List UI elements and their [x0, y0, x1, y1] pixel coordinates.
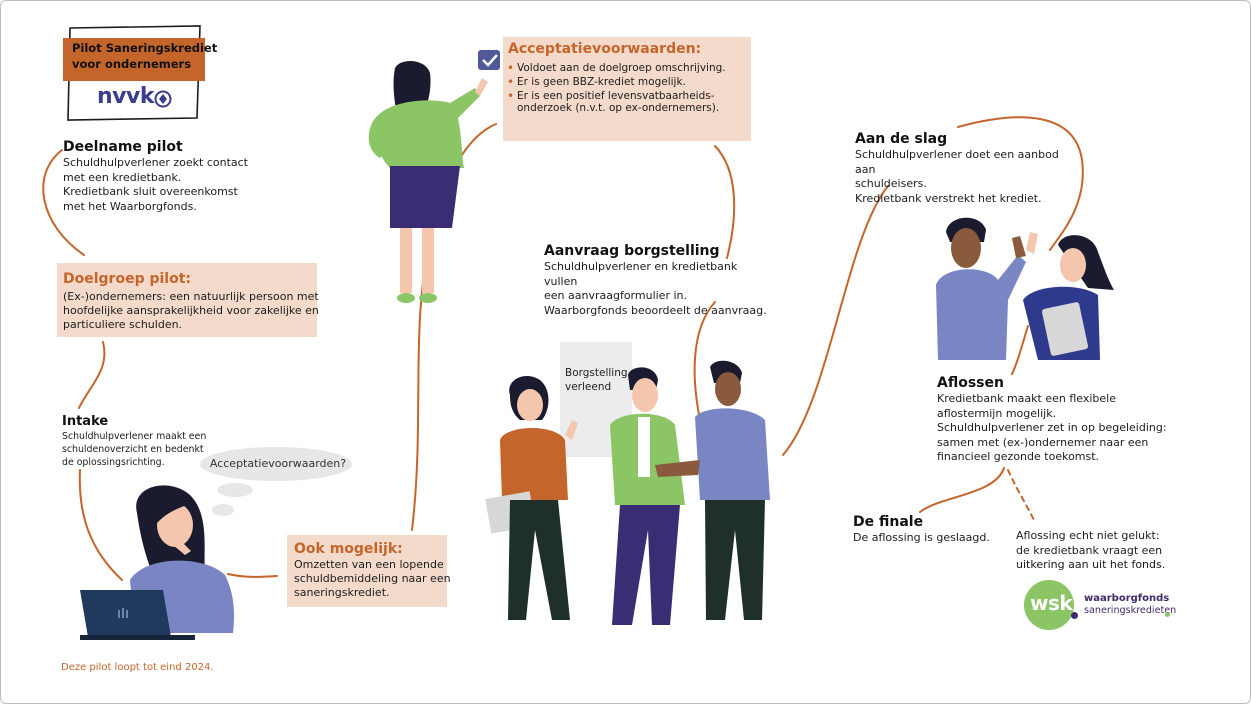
wsk-name-line2: saneringskredieten — [1084, 605, 1177, 616]
acceptatie-list: Voldoet aan de doelgroep omschrijving. E… — [507, 61, 747, 103]
intake-line-2: schuldenoverzicht en bedenkt — [62, 444, 204, 455]
connector-highfive-aflossen — [1011, 325, 1029, 375]
intake-line-1: Schuldhulpverlener maakt een — [62, 431, 207, 442]
aanvraag-section: Aanvraag borgstelling Schuldhulpverlener… — [544, 243, 774, 318]
aanvraag-line-2: een aanvraagformulier in. — [544, 289, 687, 302]
connector-doelgroep-intake — [78, 341, 106, 409]
aflossen-title: Aflossen — [937, 375, 1004, 391]
group-handshake-illustration — [485, 360, 770, 625]
footer-note: Deze pilot loopt tot eind 2024. — [61, 662, 214, 673]
connector-intake-laptop — [78, 469, 123, 581]
deelname-section: Deelname pilot Schuldhulpverlener zoekt … — [63, 139, 283, 214]
logo-title-line2: voor ondernemers — [72, 57, 192, 71]
deelname-line-4: met het Waarborgfonds. — [63, 199, 197, 213]
wsk-dot — [1071, 612, 1078, 619]
intake-section: Intake Schuldhulpverlener maakt een schu… — [62, 413, 232, 469]
aflossen-line-4: samen met (ex-)ondernemer naar een — [937, 435, 1149, 449]
aflossing-mislukt-line-2: de kredietbank vraagt een — [1016, 543, 1163, 557]
wsk-mark: wsk — [1030, 591, 1073, 615]
logo-title-line1: Pilot Saneringskrediet — [72, 41, 218, 55]
aan-de-slag-line-1: Schuldhulpverlener doet een aanbod aan — [855, 148, 1059, 176]
wsk-logo: wsk waarborgfonds saneringskredieten — [1024, 580, 1184, 630]
deelname-line-3: Kredietbank sluit overeenkomst — [63, 185, 238, 198]
aflossing-mislukt-section: Aflossing echt niet gelukt: de kredietba… — [1016, 529, 1186, 573]
doelgroep-line-1: (Ex-)ondernemers: een natuurlijk persoon… — [63, 290, 319, 303]
connector-aanvraag-people — [693, 301, 716, 421]
aanvraag-line-1: Schuldhulpverlener en kredietbank vullen — [544, 260, 738, 288]
aflossen-line-5: financieel gezonde toekomst. — [937, 450, 1100, 463]
deelname-title: Deelname pilot — [63, 139, 183, 155]
ook-mogelijk-line-2: schuldbemiddeling naar een — [294, 572, 451, 585]
thought-bubble-text: Acceptatievoorwaarden? — [209, 457, 347, 470]
connector-deelname-doelgroep — [42, 149, 85, 256]
logo-title-block — [63, 38, 205, 81]
finale-title: De finale — [853, 514, 924, 530]
aan-de-slag-title: Aan de slag — [855, 131, 948, 147]
wsk-circle — [1024, 580, 1074, 630]
acceptatie-item-3-continuation: onderzoek (n.v.t. op ex-ondernemers). — [517, 102, 720, 114]
acceptatie-item-1: Voldoet aan de doelgroep omschrijving. — [507, 61, 747, 75]
logo-frame — [67, 25, 201, 121]
aanvraag-line-3: Waarborgfonds beoordeelt de aanvraag. — [544, 303, 767, 317]
ook-mogelijk-title: Ook mogelijk: — [294, 541, 403, 557]
ook-mogelijk-box: Ook mogelijk: Omzetten van een lopende s… — [287, 535, 451, 607]
woman-laptop-illustration — [80, 485, 235, 640]
acceptatie-box: Acceptatievoorwaarden: Voldoet aan de do… — [503, 37, 751, 141]
acceptatie-item-2: Er is geen BBZ-krediet mogelijk. — [507, 75, 747, 89]
aflossen-line-1: Kredietbank maakt een flexibele — [937, 392, 1116, 405]
connector-aflossen-mislukt — [1007, 469, 1035, 521]
acceptatie-title: Acceptatievoorwaarden: — [508, 41, 702, 57]
wsk-name-line1: waarborgfonds — [1084, 593, 1170, 604]
doelgroep-line-2: hoofdelijke aansprakelijkheid voor zakel… — [63, 304, 319, 317]
intake-title: Intake — [62, 414, 109, 429]
pilot-logo: Pilot Saneringskrediet voor ondernemers … — [62, 24, 217, 122]
high-five-illustration — [936, 217, 1114, 360]
connector-aflossen-finale — [919, 467, 1005, 513]
borgstelling-sign-line2: verleend — [565, 381, 612, 393]
borgstelling-sign-line1: Borgstelling — [565, 367, 628, 379]
deelname-line-2: met een kredietbank. — [63, 170, 182, 184]
ook-mogelijk-line-1: Omzetten van een lopende — [294, 558, 444, 571]
woman-checkbox-illustration — [368, 50, 500, 303]
finale-section: De finale De aflossing is geslaagd. — [853, 514, 1013, 546]
wsk-green-dot — [1165, 612, 1170, 617]
acceptatie-item-3: Er is een positief levensvatbaarheids- — [507, 89, 747, 103]
doelgroep-title: Doelgroep pilot: — [63, 271, 191, 287]
aan-de-slag-line-3: Kredietbank verstrekt het krediet. — [855, 191, 1042, 205]
aflossen-section: Aflossen Kredietbank maakt een flexibele… — [937, 375, 1177, 465]
ook-mogelijk-line-3: saneringskrediet. — [294, 586, 390, 599]
deelname-line-1: Schuldhulpverlener zoekt contact — [63, 156, 248, 169]
nvvk-emblem-icon — [154, 90, 172, 108]
connector-acceptatie-aanvraag — [714, 145, 736, 259]
connector-laptop-ook — [227, 573, 278, 578]
aan-de-slag-section: Aan de slag Schuldhulpverlener doet een … — [855, 131, 1075, 206]
intake-line-3: de oplossingsrichting. — [62, 457, 165, 468]
aflossen-line-2: aflostermijn mogelijk. — [937, 406, 1057, 420]
thought-bubble — [200, 447, 352, 516]
aanvraag-title: Aanvraag borgstelling — [544, 243, 720, 259]
aan-de-slag-line-2: schuldeisers. — [855, 177, 927, 190]
aflossing-mislukt-line-1: Aflossing echt niet gelukt: — [1016, 529, 1160, 542]
finale-line-1: De aflossing is geslaagd. — [853, 531, 990, 544]
doelgroep-line-3: particuliere schulden. — [63, 318, 183, 331]
connector-people-slag — [782, 185, 889, 456]
doelgroep-box: Doelgroep pilot: (Ex-)ondernemers: een n… — [57, 263, 319, 337]
aflossing-mislukt-line-3: uitkering aan uit het fonds. — [1016, 558, 1166, 571]
connector-slag-highfive — [957, 116, 1084, 251]
nvvk-brand: nvvk — [97, 84, 154, 109]
aflossen-line-3: Schuldhulpverlener zet in op begeleiding… — [937, 421, 1167, 434]
